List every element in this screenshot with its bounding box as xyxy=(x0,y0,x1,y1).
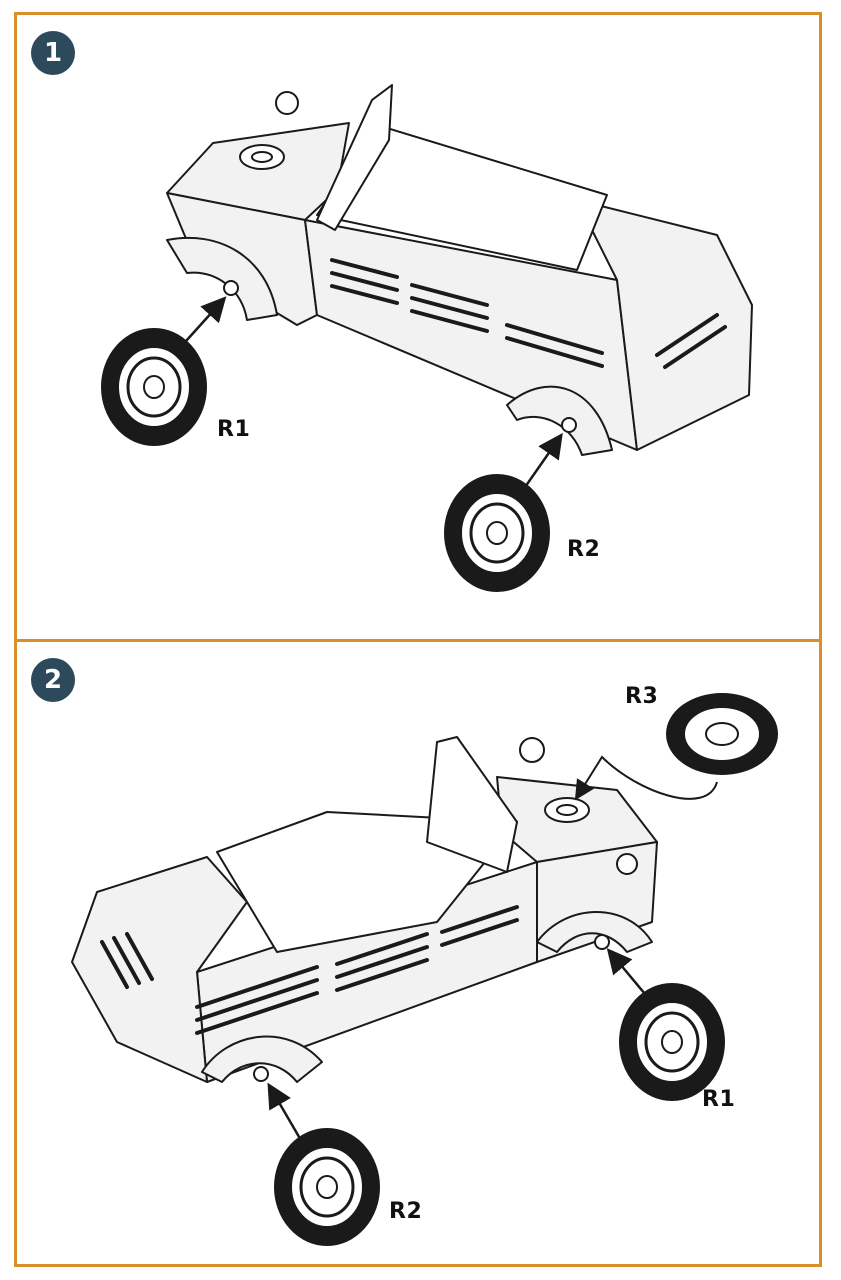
windshield xyxy=(316,84,393,231)
car-body-step2 xyxy=(71,736,658,1083)
front-hub xyxy=(223,280,239,296)
step-1-badge: 1 xyxy=(31,31,75,75)
arrow-r3 xyxy=(574,755,718,801)
label-r3: R3 xyxy=(625,684,659,709)
rear-hub xyxy=(561,417,577,433)
arrow-r2 xyxy=(521,432,563,491)
step-1-drawing xyxy=(101,84,753,592)
step-2-drawing xyxy=(71,693,778,1246)
rear-block xyxy=(71,856,248,1083)
wheel-r3 xyxy=(666,693,778,775)
wheel-r1 xyxy=(619,983,725,1101)
spare-mount xyxy=(239,91,299,170)
windshield xyxy=(426,736,518,873)
wheel-r2 xyxy=(274,1128,380,1246)
headlamp-right xyxy=(616,853,638,875)
label-r1: R1 xyxy=(217,417,251,442)
arrow-r1 xyxy=(606,948,646,995)
side-vents xyxy=(330,258,727,369)
car-body-step1 xyxy=(166,84,753,456)
step-1-panel: 1 xyxy=(14,12,822,642)
front-wheel-arch xyxy=(166,236,278,321)
side-vents xyxy=(100,905,519,1035)
wheel-r2 xyxy=(444,474,550,592)
rear-hub xyxy=(253,1066,269,1082)
label-r2: R2 xyxy=(389,1199,423,1224)
label-r2: R2 xyxy=(567,537,601,562)
arrow-r1 xyxy=(176,296,227,352)
headlamp xyxy=(275,91,299,115)
rear-wheel-arch xyxy=(201,1035,323,1083)
arrow-r2 xyxy=(267,1082,304,1143)
wheel-r1 xyxy=(101,328,207,446)
spare-mount xyxy=(519,737,638,875)
label-r1: R1 xyxy=(702,1087,736,1112)
rear-wheel-arch xyxy=(506,385,613,456)
rear-block xyxy=(576,199,753,451)
headlamp xyxy=(519,737,545,763)
step-2-panel: 2 xyxy=(14,639,822,1267)
front-wheel-arch xyxy=(536,911,653,953)
step-2-badge: 2 xyxy=(31,658,75,702)
front-hub xyxy=(594,934,610,950)
